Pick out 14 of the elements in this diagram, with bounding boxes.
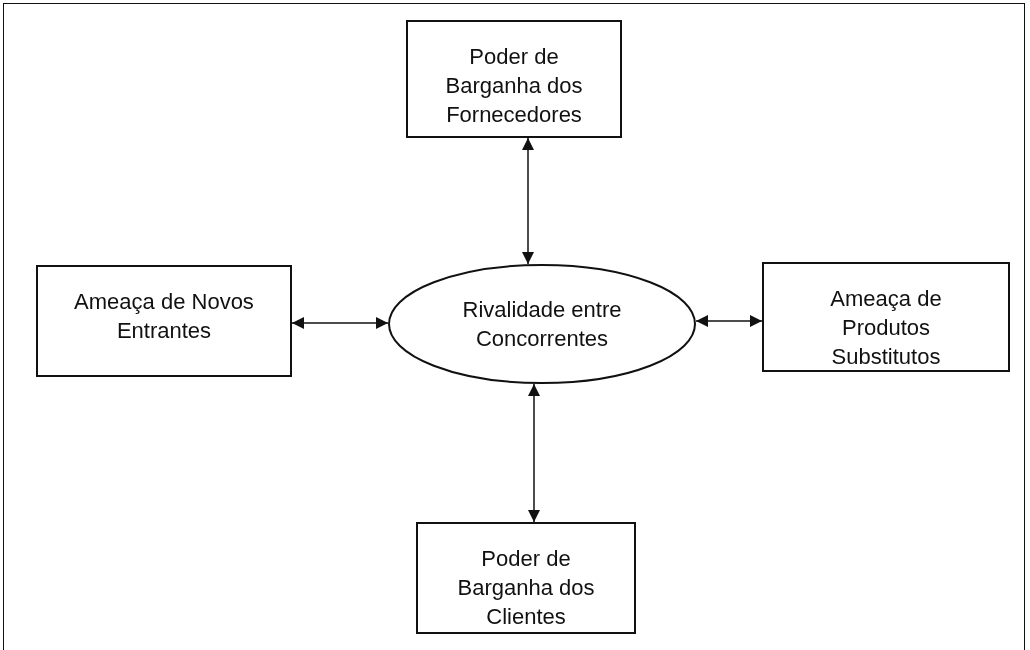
process-box <box>406 20 622 138</box>
double-arrow <box>522 137 534 265</box>
double-arrow <box>695 315 763 327</box>
process-box <box>36 265 292 377</box>
process-box <box>762 262 1010 372</box>
node-text: Rivalidade entre Concorrentes <box>461 296 623 353</box>
node-text: Ameaça de Produtos Substitutos <box>829 285 943 371</box>
node-text: Poder de Barganha dos Clientes <box>456 545 596 631</box>
node-text: Poder de Barganha dos Fornecedores <box>444 43 584 129</box>
process-box <box>416 522 636 634</box>
node-text: Ameaça de Novos Entrantes <box>73 288 255 345</box>
ellipse-node <box>388 264 696 384</box>
double-arrow <box>528 383 540 523</box>
double-arrow <box>291 317 389 329</box>
